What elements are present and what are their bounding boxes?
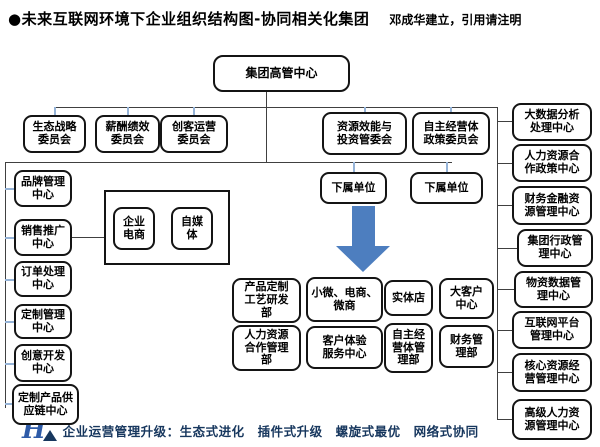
box-compensation-performance-committee: 薪酬绩效 委员会 (95, 115, 160, 153)
box-senior-hr-center: 高级人力资 源管理中心 (512, 399, 592, 440)
connector-line (497, 330, 512, 331)
box-hr-cooperation-policy-center: 人力资源合 作政策中心 (512, 144, 592, 182)
tick (5, 237, 14, 239)
down-arrow (352, 206, 375, 248)
footer-slogan: 企业运营管理升级：生态式进化 插件式升级 螺旋式最优 网络式协同 (62, 423, 479, 439)
box-subordinate-unit-1: 下属单位 (320, 172, 387, 204)
connector-line (54, 107, 498, 108)
tick (54, 107, 56, 115)
box-product-customization-rd-dept: 产品定制 工艺研发 部 (232, 278, 301, 323)
tick (446, 162, 448, 172)
tick (5, 279, 14, 281)
connector-line (497, 248, 517, 249)
box-enterprise-ecommerce: 企业 电商 (113, 207, 155, 250)
box-group-executive-center: 集团高管中心 (213, 55, 350, 92)
logo-triangle-icon (42, 430, 57, 441)
connector-line (497, 121, 512, 122)
box-big-data-analysis-center: 大数据分析 处理中心 (512, 103, 592, 141)
box-brand-management-center: 品牌管理 中心 (14, 170, 72, 207)
page-title: ●未来互联网环境下企业组织结构图-协同相关化集团 (8, 10, 370, 28)
box-micro-ecommerce-weishang: 小微、电商、 微商 (306, 277, 383, 322)
box-sales-promotion-center: 销售推广 中心 (14, 219, 72, 256)
connector-line (5, 162, 6, 408)
connector-line (497, 107, 498, 419)
connector-line (497, 205, 512, 206)
box-autonomous-unit-policy-committee: 自主经营体 政策委员会 (412, 112, 490, 155)
box-autonomous-unit-management-dept: 自主经 营体管 理部 (384, 323, 433, 373)
box-group-administration-center: 集团行政管 理中心 (517, 229, 593, 267)
box-resource-efficiency-investment-committee: 资源效能与 投资管委会 (322, 112, 407, 155)
box-finance-management-dept: 财务管 理部 (439, 325, 494, 368)
box-core-resource-operation-center: 核心资源经 营管理中心 (512, 353, 592, 392)
titlebar: ●未来互联网环境下企业组织结构图-协同相关化集团 邓成华建立，引用请注明 (8, 8, 592, 29)
connector-line (497, 163, 512, 164)
tick (5, 403, 12, 405)
box-customer-experience-center: 客户体验 服务中心 (306, 326, 383, 369)
connector-line (497, 419, 512, 420)
tick (127, 107, 129, 115)
connector-line (497, 289, 514, 290)
box-custom-product-supply-chain-center: 定制产品供 应链中心 (12, 384, 79, 425)
down-arrow-head (336, 246, 390, 272)
connector-line (5, 162, 452, 163)
box-physical-store: 实体店 (384, 280, 433, 316)
connector-line (497, 372, 512, 373)
box-eco-strategy-committee: 生态战略 委员会 (23, 115, 86, 153)
connector-line (72, 237, 104, 238)
box-order-processing-center: 订单处理 中心 (14, 261, 72, 297)
footer: H 企业运营管理升级：生态式进化 插件式升级 螺旋式最优 网络式协同 (22, 417, 582, 442)
tick (450, 107, 452, 113)
box-subordinate-unit-2: 下属单位 (410, 172, 483, 204)
box-customization-management-center: 定制管理 中心 (14, 304, 72, 339)
box-material-data-center: 物资数据管 理中心 (514, 271, 593, 308)
tick (364, 107, 366, 113)
tick (5, 188, 14, 190)
box-maker-operation-committee: 创客运营 委员会 (160, 115, 228, 153)
tick (193, 107, 195, 115)
box-creative-development-center: 创意开发 中心 (14, 344, 72, 382)
box-self-media: 自媒 体 (171, 207, 213, 250)
box-key-account-center: 大客户 中心 (439, 278, 494, 319)
connector-line (266, 92, 267, 162)
author-credit: 邓成华建立，引用请注明 (389, 13, 522, 27)
tick (5, 321, 14, 323)
box-hr-cooperation-dept: 人力资源 合作管理 部 (232, 325, 301, 371)
tick (353, 162, 355, 172)
box-internet-platform-center: 互联网平台 管理中心 (512, 311, 592, 349)
tick (5, 363, 14, 365)
box-finance-resource-center: 财务金融资 源管理中心 (512, 186, 592, 225)
